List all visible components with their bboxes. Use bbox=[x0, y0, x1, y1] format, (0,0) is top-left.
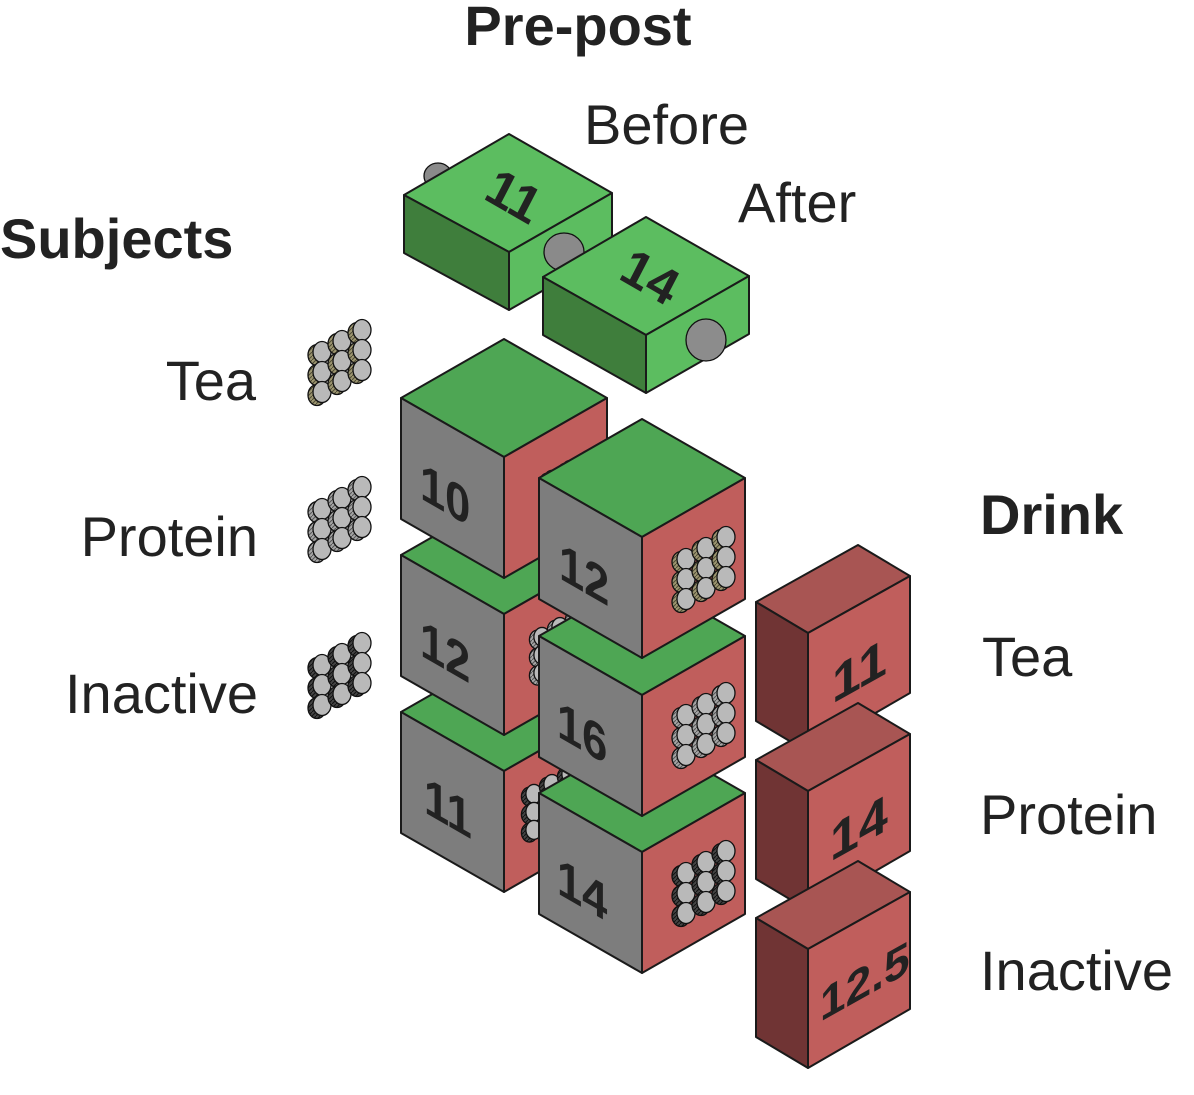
before-label: Before bbox=[584, 93, 749, 156]
cube-front-tea: 12 bbox=[538, 418, 746, 659]
drink-label-tea: Tea bbox=[982, 625, 1073, 688]
drink-cube-inactive: 12.5 bbox=[755, 860, 911, 1069]
prepost-heading: Pre-post bbox=[464, 0, 691, 57]
tea-disk-cluster-icon bbox=[307, 318, 372, 407]
drink-heading: Drink bbox=[980, 483, 1124, 546]
subject-label-tea: Tea bbox=[166, 349, 257, 412]
drink-label-protein: Protein bbox=[980, 783, 1157, 846]
subjects-heading: Subjects bbox=[0, 207, 233, 270]
protein-disk-cluster-icon bbox=[671, 681, 736, 770]
subject-label-protein: Protein bbox=[81, 505, 258, 568]
cube-back-tea: 10 bbox=[400, 338, 608, 579]
inactive-disk-cluster-icon bbox=[307, 631, 372, 720]
inactive-disk-cluster-icon bbox=[671, 839, 736, 928]
drink-cube-protein: 14 bbox=[755, 702, 911, 911]
prepost-cube-after: 14 bbox=[542, 216, 750, 394]
drink-cube-tea: 11 bbox=[755, 544, 911, 753]
drink-label-inactive: Inactive bbox=[980, 939, 1173, 1002]
after-label: After bbox=[738, 171, 856, 234]
subject-label-inactive: Inactive bbox=[65, 662, 258, 725]
cube-front-protein: 16 bbox=[538, 576, 746, 817]
protein-disk-cluster-icon bbox=[307, 475, 372, 564]
tea-disk-cluster-icon bbox=[671, 525, 736, 614]
